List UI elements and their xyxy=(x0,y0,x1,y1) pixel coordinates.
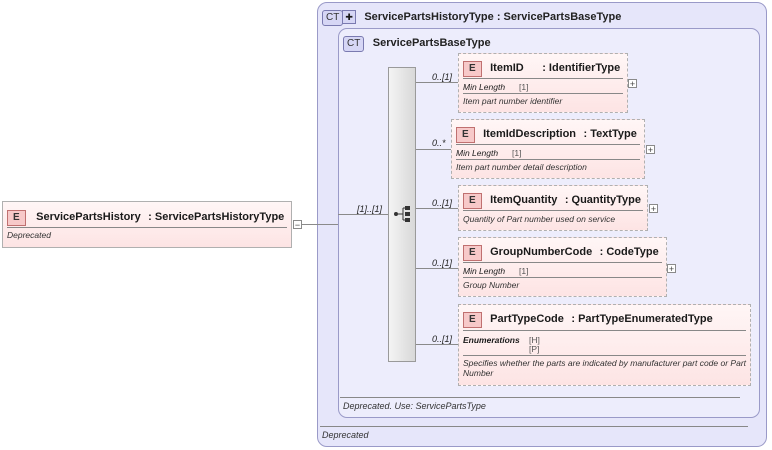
element-type: : TextType xyxy=(583,128,637,140)
root-multiplicity: [1]..[1] xyxy=(357,204,383,214)
facet-value: [1] xyxy=(519,266,529,276)
inner-type-title: ServicePartsBaseType xyxy=(372,37,491,49)
element-name: ItemID xyxy=(490,62,524,74)
element-header: E GroupNumberCode : CodeType xyxy=(463,242,659,261)
facet-label: Min Length xyxy=(463,266,506,276)
element-type: : PartTypeEnumeratedType xyxy=(571,313,713,325)
complex-type-badge: CT xyxy=(343,36,365,52)
connector-line xyxy=(416,268,458,269)
element-box-itemquantity[interactable]: E ItemQuantity : QuantityType Quantity o… xyxy=(458,185,648,231)
expand-icon[interactable]: + xyxy=(667,264,676,274)
separator xyxy=(456,159,640,160)
element-description: Specifies whether the parts are indicate… xyxy=(463,358,747,378)
element-header: E ItemIdDescription : TextType xyxy=(456,124,637,143)
element-badge: E xyxy=(456,127,475,143)
root-element-name: ServicePartsHistory xyxy=(36,211,141,223)
facet-label: Min Length xyxy=(456,148,499,158)
ct-extension-icon: ✚ xyxy=(342,10,356,24)
separator xyxy=(463,93,623,94)
element-multiplicity: 0..[1] xyxy=(432,198,453,208)
facet-value: [1] xyxy=(519,82,529,92)
root-element-type: : ServicePartsHistoryType xyxy=(148,211,285,223)
sequence-icon xyxy=(394,206,410,222)
element-name: ItemQuantity xyxy=(490,194,558,206)
element-name: GroupNumberCode xyxy=(490,246,593,258)
element-box-itemiddescription[interactable]: E ItemIdDescription : TextType Min Lengt… xyxy=(451,119,645,179)
expand-icon[interactable]: + xyxy=(628,79,637,89)
element-badge: E xyxy=(463,61,482,77)
element-description: Quantity of Part number used on service xyxy=(463,214,616,224)
expand-icon[interactable]: + xyxy=(649,204,658,214)
separator xyxy=(463,262,662,263)
outer-type-title: ServicePartsHistoryType : ServicePartsBa… xyxy=(364,11,622,23)
root-element-header: E ServicePartsHistory : ServicePartsHist… xyxy=(7,207,284,226)
separator xyxy=(7,227,287,228)
inner-type-separator xyxy=(340,397,740,398)
element-box-itemid[interactable]: E ItemID : IdentifierType Min Length [1]… xyxy=(458,53,628,113)
element-name: PartTypeCode xyxy=(490,313,564,325)
element-name: ItemIdDescription xyxy=(483,128,577,140)
facet-value: [H] xyxy=(529,335,540,345)
element-type: : CodeType xyxy=(599,246,659,258)
root-element-note: Deprecated xyxy=(7,230,51,240)
root-element-box[interactable]: E ServicePartsHistory : ServicePartsHist… xyxy=(2,201,292,248)
outer-type-header: CT✚ ServicePartsHistoryType : ServicePar… xyxy=(322,7,621,26)
element-description: Item part number identifier xyxy=(463,96,563,106)
facet-value: [1] xyxy=(512,148,522,158)
separator xyxy=(463,277,662,278)
element-multiplicity: 0..[1] xyxy=(432,72,453,82)
complex-type-badge: CT xyxy=(322,10,344,26)
element-multiplicity: 0..* xyxy=(432,138,446,148)
element-description: Group Number xyxy=(463,280,520,290)
element-header: E ItemQuantity : QuantityType xyxy=(463,190,641,209)
element-box-groupnumbercode[interactable]: E GroupNumberCode : CodeType Min Length … xyxy=(458,237,667,297)
separator xyxy=(463,355,746,356)
expand-icon[interactable]: + xyxy=(646,145,655,155)
connector-line xyxy=(416,149,451,150)
separator xyxy=(463,330,746,331)
element-badge: E xyxy=(463,193,482,209)
element-header: E ItemID : IdentifierType xyxy=(463,58,620,77)
element-type: : QuantityType xyxy=(564,194,642,206)
separator xyxy=(463,78,623,79)
element-multiplicity: 0..[1] xyxy=(432,334,453,344)
element-type: : IdentifierType xyxy=(542,62,621,74)
separator xyxy=(456,144,640,145)
element-badge: E xyxy=(463,312,482,328)
separator xyxy=(463,210,643,211)
facet-label: Enumerations xyxy=(463,335,520,345)
facet-value: [P] xyxy=(529,344,540,354)
outer-type-separator xyxy=(320,426,748,427)
element-header: E PartTypeCode : PartTypeEnumeratedType xyxy=(463,309,713,328)
element-box-parttypecode[interactable]: E PartTypeCode : PartTypeEnumeratedType … xyxy=(458,304,751,386)
element-multiplicity: 0..[1] xyxy=(432,258,453,268)
element-description: Item part number detail description xyxy=(456,162,587,172)
element-badge: E xyxy=(7,210,26,226)
connector-line xyxy=(416,344,458,345)
collapse-icon[interactable]: − xyxy=(293,220,302,230)
connector-line xyxy=(416,208,458,209)
inner-type-header: CT ServicePartsBaseType xyxy=(343,33,491,52)
facet-label: Min Length xyxy=(463,82,506,92)
connector-line xyxy=(302,224,338,225)
connector-line xyxy=(416,82,458,83)
outer-type-note: Deprecated xyxy=(322,430,369,440)
inner-type-note: Deprecated. Use: ServicePartsType xyxy=(343,401,486,411)
element-badge: E xyxy=(463,245,482,261)
connector-line xyxy=(338,214,388,215)
